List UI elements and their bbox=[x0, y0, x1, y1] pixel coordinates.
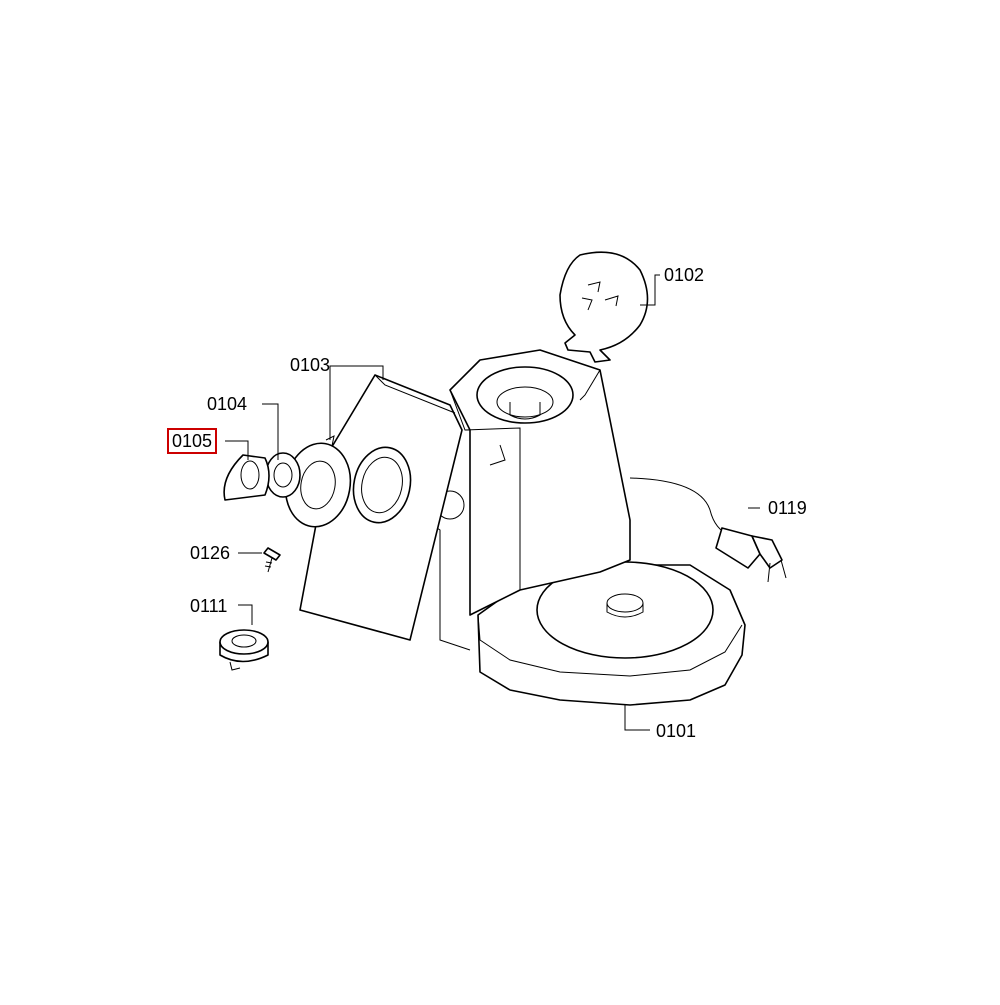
leader-0102 bbox=[640, 274, 660, 306]
label-0103[interactable]: 0103 bbox=[290, 355, 331, 375]
leader-0103b bbox=[345, 365, 384, 380]
label-0104[interactable]: 0104 bbox=[207, 394, 248, 414]
label-0119[interactable]: 0119 bbox=[768, 498, 807, 518]
part-0105-coupling[interactable] bbox=[223, 452, 301, 501]
leader-0104 bbox=[262, 403, 279, 460]
part-0111-foot[interactable] bbox=[219, 629, 269, 671]
leader-0111 bbox=[238, 604, 253, 625]
part-0101-housing[interactable] bbox=[424, 349, 746, 706]
label-0111[interactable]: 0111 bbox=[190, 596, 228, 616]
leader-0103 bbox=[329, 365, 345, 440]
part-0119-power-cord[interactable] bbox=[629, 477, 787, 583]
leader-0101 bbox=[624, 705, 650, 731]
label-0101[interactable]: 0101 bbox=[656, 721, 697, 741]
label-0105[interactable]: 0105 bbox=[167, 428, 218, 454]
label-0102[interactable]: 0102 bbox=[664, 265, 705, 285]
part-0102-cover[interactable] bbox=[559, 251, 649, 363]
label-0126[interactable]: 0126 bbox=[190, 543, 231, 563]
part-0103-front-panel[interactable] bbox=[299, 374, 463, 641]
part-0126-screw[interactable] bbox=[263, 547, 281, 573]
leader-0105 bbox=[225, 440, 249, 460]
